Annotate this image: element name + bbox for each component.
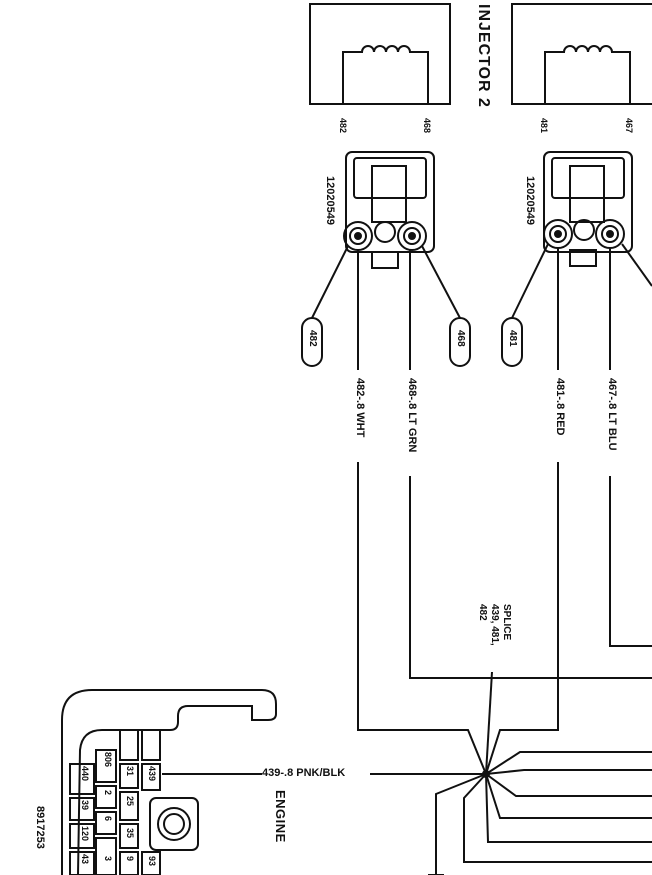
feed-wire-label: 439-.8 PNK/BLK — [262, 767, 346, 779]
splice-dot — [482, 770, 490, 778]
fuse-label: 35 — [125, 828, 135, 839]
splice-circuits-2: 482 — [477, 604, 488, 621]
fuse-label: 6 — [103, 816, 113, 822]
pin-label-481: 481 — [539, 118, 549, 134]
pin-label-467: 467 — [624, 118, 634, 134]
fuse-label: 9 — [125, 856, 135, 862]
wire-label-482: 482-.8 WHT — [354, 378, 366, 438]
relay-socket-icon — [149, 797, 199, 851]
injector-2-coil-icon — [544, 45, 631, 104]
fuse-label: 806 — [103, 752, 113, 768]
callout-468-text: 468 — [455, 330, 466, 347]
callout-481-text: 481 — [507, 330, 518, 347]
fuse-label: 39 — [80, 800, 90, 811]
pin-label-482: 482 — [338, 118, 348, 134]
connector-2-icon — [543, 151, 633, 267]
connector-1-icon — [343, 151, 435, 269]
fuse-label: 25 — [125, 796, 135, 807]
fuse-label: 43 — [80, 854, 90, 865]
injector-1-body — [309, 3, 451, 105]
splice-circuits: 439, 481, — [489, 604, 500, 646]
callout-482 — [301, 317, 323, 367]
splice-label: SPLICE — [501, 604, 512, 641]
fuse-label: 31 — [125, 766, 135, 777]
diagram-number: 8917253 — [34, 806, 46, 849]
connector-2-part: 12020549 — [524, 176, 536, 225]
fuse-label: 3 — [103, 856, 113, 862]
callout-481 — [501, 317, 523, 367]
connector-1-part: 12020549 — [324, 176, 336, 225]
wire-label-481: 481-.8 RED — [554, 378, 566, 436]
fuse-label: 440 — [80, 766, 90, 782]
wire-label-467: 467-.8 LT BLU — [606, 378, 618, 451]
fuse-label: 120 — [80, 826, 90, 842]
injector-title: INJECTOR 2 — [475, 4, 492, 108]
injector-2-body — [511, 3, 652, 105]
pin-label-468: 468 — [422, 118, 432, 134]
callout-468 — [449, 317, 471, 367]
fuse-label: 2 — [103, 790, 113, 796]
fuse-label: 93 — [147, 856, 157, 867]
injector-1-coil-icon — [342, 45, 429, 104]
fuse-label: 439 — [147, 766, 157, 782]
engine-label: ENGINE — [273, 790, 288, 843]
wire-label-468: 468-.8 LT GRN — [406, 378, 418, 453]
callout-482-text: 482 — [307, 330, 318, 347]
